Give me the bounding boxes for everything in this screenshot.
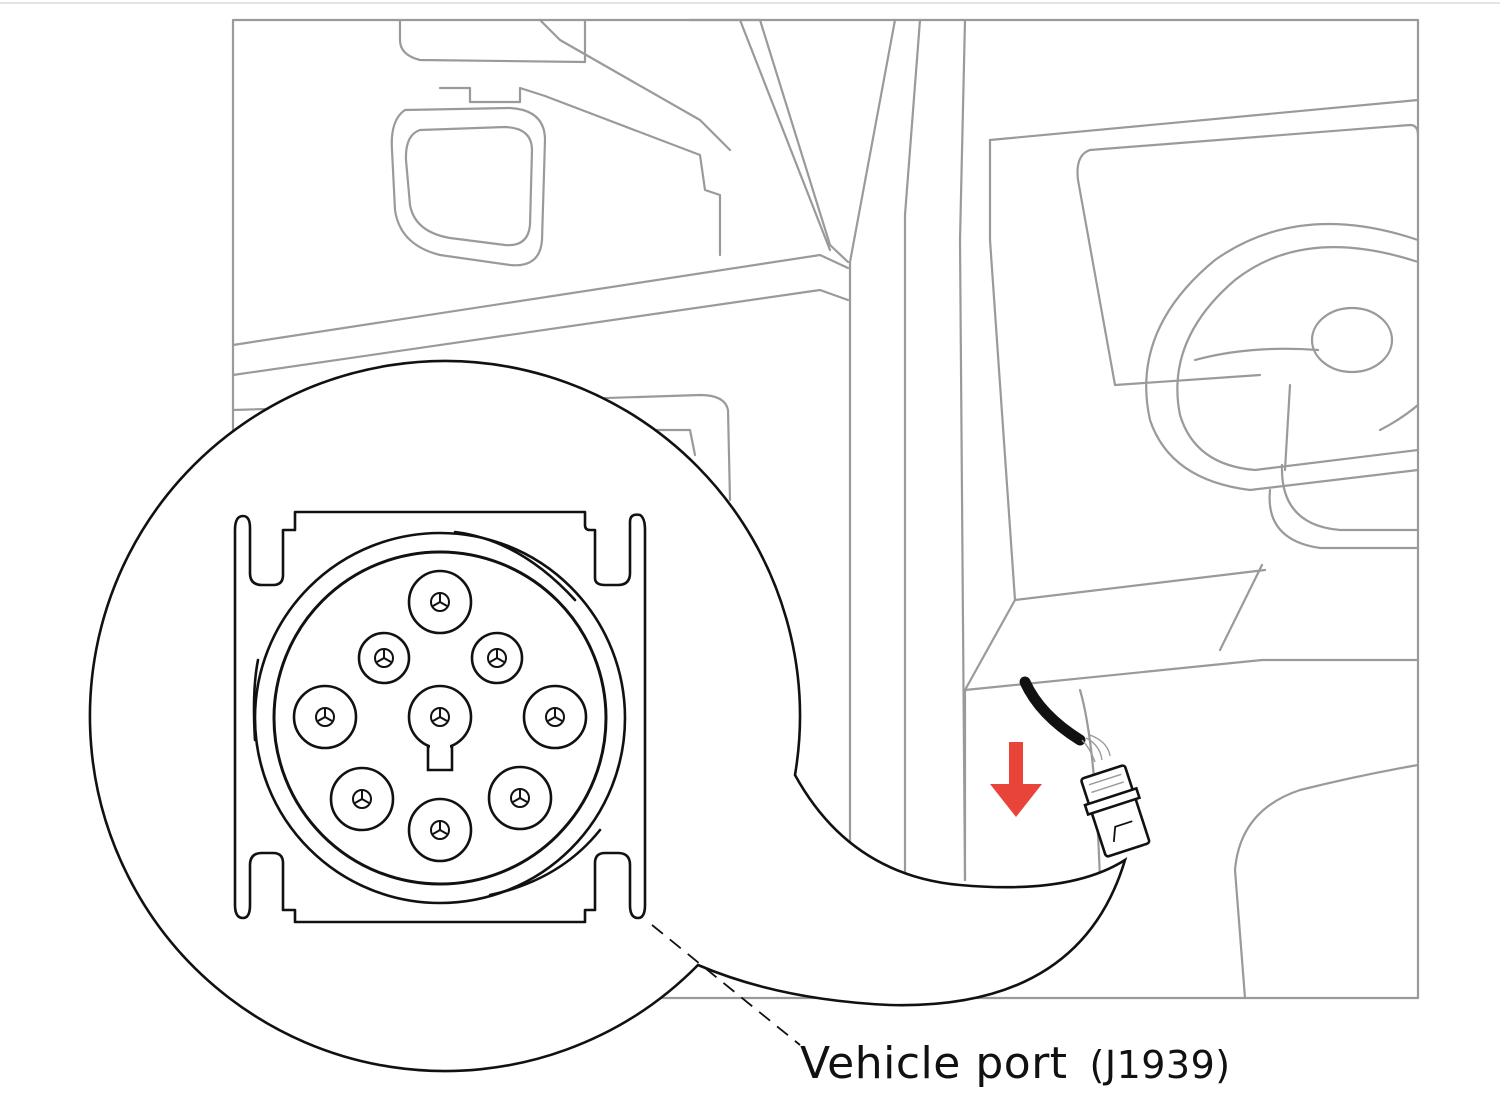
- steering-spoke-right: [1378, 403, 1420, 432]
- j1939-connector-icon: [233, 510, 647, 924]
- floor-tunnel: [1078, 688, 1102, 882]
- connector-pin: [470, 631, 524, 685]
- instrument-hood: [1088, 123, 1420, 152]
- door-top-edge: [231, 253, 850, 347]
- a-pillar-mid: [903, 18, 922, 882]
- connector-pin: [357, 631, 411, 685]
- a-pillar-right: [958, 18, 967, 882]
- connector-pin: [407, 797, 473, 863]
- instrument-panel: [1076, 148, 1262, 387]
- seat-top: [398, 18, 587, 64]
- seat-brace: [538, 18, 732, 152]
- seat-frame: [438, 86, 722, 257]
- connector-pin: [292, 684, 358, 750]
- steering-spoke-left: [1193, 347, 1320, 362]
- ring-key-top: [453, 530, 577, 602]
- cable: [1019, 676, 1086, 746]
- steering-column-ring: [1280, 463, 1420, 532]
- seat-base-right: [1233, 763, 1420, 1000]
- dash-lower-edge: [1013, 568, 1267, 602]
- dash-top: [988, 98, 1420, 142]
- cable-plug-icon: [1019, 676, 1151, 858]
- connector-flange: [233, 510, 647, 924]
- steering-wheel-inner: [1176, 246, 1420, 472]
- arrow-down-icon: [990, 742, 1042, 817]
- connector-pins: [292, 569, 588, 863]
- connector-pin-center: [407, 684, 473, 772]
- callout-leader-line: [651, 924, 801, 1046]
- a-pillar-left: [848, 18, 897, 882]
- door-top-trim: [231, 288, 850, 377]
- headrest-outer: [390, 106, 547, 267]
- door-armrest: [231, 393, 732, 502]
- connector-pin: [407, 569, 473, 635]
- connector-pin: [522, 684, 588, 750]
- connector-pin: [487, 765, 553, 831]
- cable-wires: [1081, 739, 1096, 763]
- cable-plug: [1080, 764, 1151, 858]
- steering-column-base: [1218, 563, 1264, 652]
- vehicle-port-code: (J1939): [1089, 1043, 1231, 1087]
- headrest-inner: [404, 125, 534, 247]
- connector-pin: [329, 766, 395, 832]
- vehicle-port-label: Vehicle port: [800, 1038, 1068, 1089]
- vehicle-port-caption: Vehicle port (J1939): [800, 1038, 1231, 1089]
- steering-spoke-bottom: [1283, 383, 1292, 472]
- steering-wheel: [1145, 222, 1420, 492]
- dash-side: [963, 138, 1420, 692]
- steering-hub: [1310, 306, 1394, 374]
- window-edge-inner: [738, 18, 832, 252]
- steering-wheel-outer: [1145, 222, 1420, 492]
- ring-key-left: [252, 658, 260, 742]
- steering-column-top: [1268, 488, 1420, 550]
- ring-key-bottom: [488, 828, 602, 897]
- window-edge: [688, 18, 850, 264]
